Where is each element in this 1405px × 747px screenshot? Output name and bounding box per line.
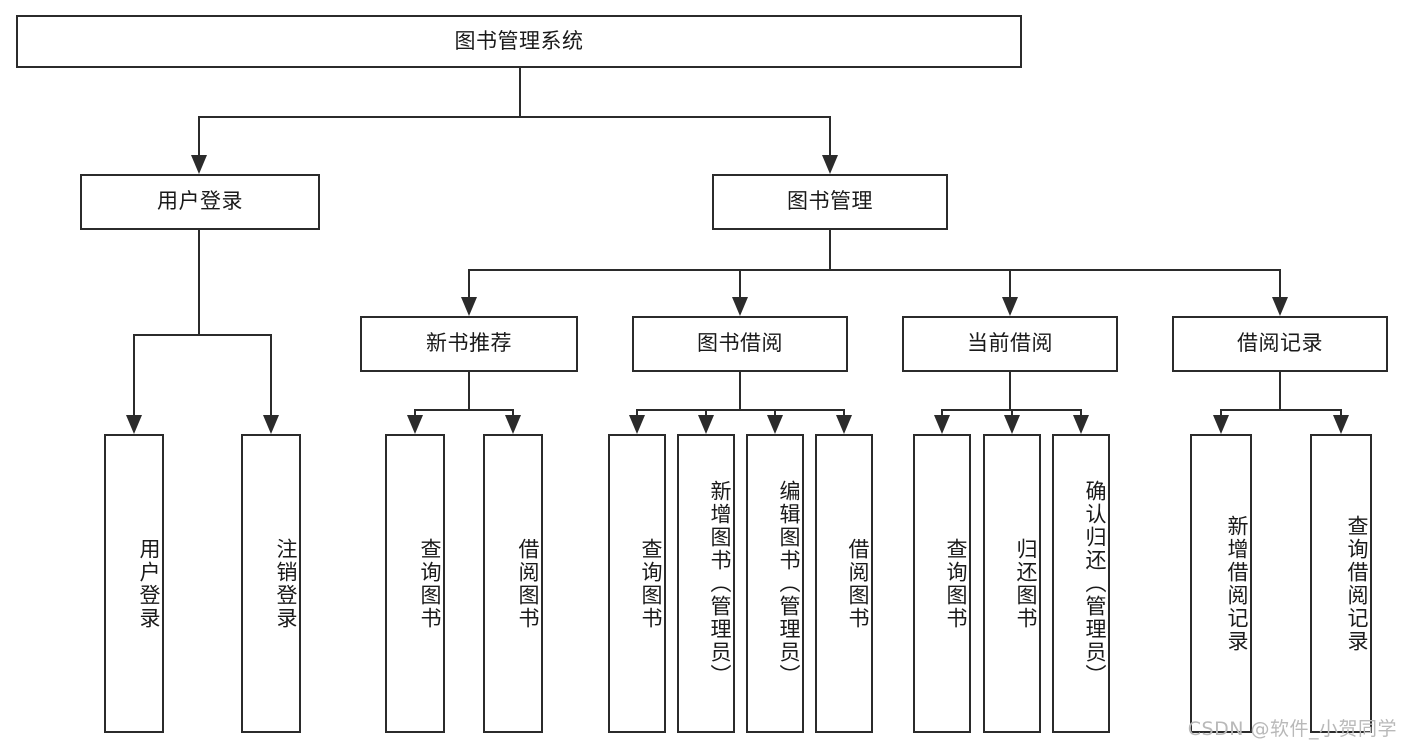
- connector-bar-user-login: [133, 334, 272, 336]
- node-leaf-user-login[interactable]: 用户登录: [104, 434, 164, 733]
- arrow-head-book-manage-2: [1002, 297, 1018, 316]
- arrow-head-new-book-0: [407, 415, 423, 434]
- node-leaf-query-borrow-record[interactable]: 查询借阅记录: [1310, 434, 1372, 733]
- connector-drop-book-manage-0: [468, 270, 470, 297]
- arrow-head-book-manage-3: [1272, 297, 1288, 316]
- arrow-head-book-borrow-0: [629, 415, 645, 434]
- node-label: 图书管理: [787, 189, 873, 214]
- node-label: 新增借阅记录: [1225, 514, 1249, 653]
- connector-drop-root-0: [198, 117, 200, 155]
- connector-drop-book-manage-2: [1009, 270, 1011, 297]
- node-label: 查询图书: [639, 537, 663, 630]
- node-book-borrow[interactable]: 图书借阅: [632, 316, 848, 372]
- arrow-head-current-borrow-0: [934, 415, 950, 434]
- node-leaf-user-logout[interactable]: 注销登录: [241, 434, 301, 733]
- arrow-head-current-borrow-1: [1004, 415, 1020, 434]
- node-label: 查询图书: [944, 537, 968, 630]
- arrow-head-current-borrow-2: [1073, 415, 1089, 434]
- connector-drop-book-borrow-3: [843, 410, 845, 415]
- node-leaf-add-borrow-record[interactable]: 新增借阅记录: [1190, 434, 1252, 733]
- node-label: 借阅记录: [1237, 331, 1323, 356]
- node-leaf-query-book-1[interactable]: 查询图书: [385, 434, 445, 733]
- connector-trunk-current-borrow: [1009, 372, 1011, 410]
- node-label: 用户登录: [137, 537, 161, 630]
- connector-trunk-borrow-record: [1279, 372, 1281, 410]
- node-current-borrow[interactable]: 当前借阅: [902, 316, 1118, 372]
- connector-drop-book-manage-1: [739, 270, 741, 297]
- node-new-book-recommend[interactable]: 新书推荐: [360, 316, 578, 372]
- connector-drop-book-borrow-2: [774, 410, 776, 415]
- arrow-head-new-book-1: [505, 415, 521, 434]
- connector-trunk-book-borrow: [739, 372, 741, 410]
- connector-bar-book-manage: [468, 269, 1281, 271]
- connector-drop-current-borrow-2: [1080, 410, 1082, 415]
- node-book-manage[interactable]: 图书管理: [712, 174, 948, 230]
- connector-drop-book-manage-3: [1279, 270, 1281, 297]
- connector-drop-user-login-1: [270, 335, 272, 415]
- node-leaf-query-book-2[interactable]: 查询图书: [608, 434, 666, 733]
- node-label: 新增图书（管理员）: [708, 480, 732, 687]
- node-borrow-record[interactable]: 借阅记录: [1172, 316, 1388, 372]
- connector-bar-book-borrow: [636, 409, 845, 411]
- node-leaf-borrow-book-2[interactable]: 借阅图书: [815, 434, 873, 733]
- connector-drop-new-book-1: [512, 410, 514, 415]
- arrow-head-book-borrow-2: [767, 415, 783, 434]
- node-leaf-return-book[interactable]: 归还图书: [983, 434, 1041, 733]
- connector-trunk-new-book: [468, 372, 470, 410]
- connector-drop-new-book-0: [414, 410, 416, 415]
- arrow-head-borrow-record-1: [1333, 415, 1349, 434]
- connector-drop-book-borrow-0: [636, 410, 638, 415]
- node-root[interactable]: 图书管理系统: [16, 15, 1022, 68]
- connector-trunk-root: [519, 68, 521, 117]
- node-label: 编辑图书（管理员）: [777, 480, 801, 687]
- connector-drop-root-1: [829, 117, 831, 155]
- connector-drop-current-borrow-0: [941, 410, 943, 415]
- node-label: 查询借阅记录: [1345, 514, 1369, 653]
- connector-trunk-user-login: [198, 230, 200, 335]
- node-label: 当前借阅: [967, 331, 1053, 356]
- node-label: 借阅图书: [516, 537, 540, 630]
- node-label: 图书借阅: [697, 331, 783, 356]
- connector-drop-book-borrow-1: [705, 410, 707, 415]
- node-label: 新书推荐: [426, 331, 512, 356]
- arrow-head-book-manage-1: [732, 297, 748, 316]
- arrow-head-book-manage-0: [461, 297, 477, 316]
- node-label: 确认归还（管理员）: [1083, 480, 1107, 687]
- node-label: 注销登录: [274, 537, 298, 630]
- node-label: 图书管理系统: [454, 28, 584, 53]
- node-leaf-edit-book-admin[interactable]: 编辑图书（管理员）: [746, 434, 804, 733]
- node-label: 用户登录: [157, 189, 243, 214]
- connector-bar-root: [198, 116, 831, 118]
- arrow-head-borrow-record-0: [1213, 415, 1229, 434]
- arrow-head-user-login-1: [263, 415, 279, 434]
- arrow-head-user-login-0: [126, 415, 142, 434]
- arrow-head-book-borrow-3: [836, 415, 852, 434]
- node-label: 归还图书: [1014, 537, 1038, 630]
- node-leaf-confirm-return-admin[interactable]: 确认归还（管理员）: [1052, 434, 1110, 733]
- arrow-head-root-1: [822, 155, 838, 174]
- connector-drop-current-borrow-1: [1011, 410, 1013, 415]
- connector-drop-borrow-record-0: [1220, 410, 1222, 415]
- arrow-head-root-0: [191, 155, 207, 174]
- node-leaf-query-book-3[interactable]: 查询图书: [913, 434, 971, 733]
- connector-bar-new-book: [414, 409, 514, 411]
- node-label: 借阅图书: [846, 537, 870, 630]
- node-label: 查询图书: [418, 537, 442, 630]
- node-leaf-borrow-book-1[interactable]: 借阅图书: [483, 434, 543, 733]
- connector-drop-user-login-0: [133, 335, 135, 415]
- connector-drop-borrow-record-1: [1340, 410, 1342, 415]
- node-leaf-add-book-admin[interactable]: 新增图书（管理员）: [677, 434, 735, 733]
- node-user-login[interactable]: 用户登录: [80, 174, 320, 230]
- connector-bar-borrow-record: [1220, 409, 1342, 411]
- connector-trunk-book-manage: [829, 230, 831, 270]
- arrow-head-book-borrow-1: [698, 415, 714, 434]
